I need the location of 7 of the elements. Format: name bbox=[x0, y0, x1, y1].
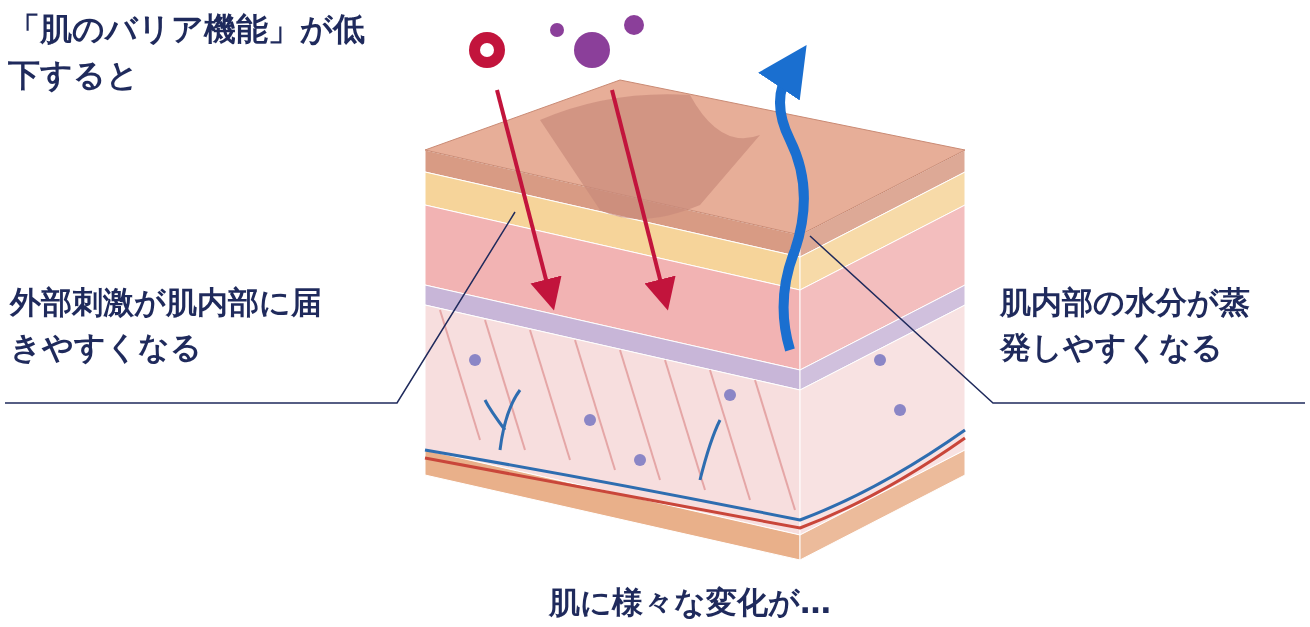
caption: 肌に様々な変化が… bbox=[547, 583, 832, 622]
callout-text: 外部刺激が肌内部に届きやすくなる bbox=[10, 283, 323, 367]
leader-line bbox=[809, 235, 1306, 404]
callout-text: 肌内部の水分が蒸発しやすくなる bbox=[1000, 283, 1251, 367]
leader-line bbox=[4, 211, 516, 404]
skin-cross-section-drawing bbox=[424, 15, 966, 561]
title: 「肌のバリア機能」が低下すると bbox=[8, 9, 366, 97]
